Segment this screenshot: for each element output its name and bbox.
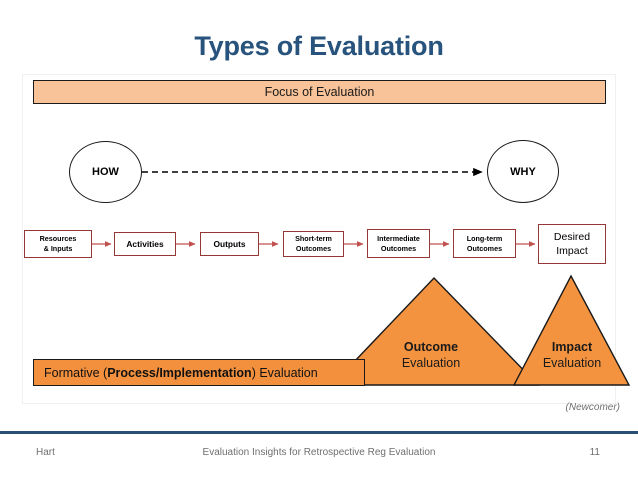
formative-prefix: Formative ( <box>44 365 108 380</box>
lm-box-line1: Long-term <box>466 233 503 243</box>
lm-box-line1: Short-term <box>295 234 332 243</box>
triangle-impact-evaluation <box>512 274 631 386</box>
lm-box-line1: Desired <box>553 231 591 243</box>
triangle-outcome-evaluation-label: Outcome Evaluation <box>376 339 486 371</box>
lm-arrow-5 <box>430 241 450 247</box>
lm-arrow-2 <box>176 241 196 247</box>
triangle-impact-evaluation-label: Impact Evaluation <box>517 339 627 371</box>
lm-box-line1: Activities <box>126 239 164 249</box>
lm-arrow-1 <box>92 241 112 247</box>
triangle-label-line1: Impact <box>551 340 593 354</box>
lm-box-long-term-outcomes: Long-term Outcomes <box>453 229 516 258</box>
source-note: (Newcomer) <box>565 402 620 413</box>
lm-arrow-6 <box>516 241 536 247</box>
formative-evaluation-bar: Formative (Process/Implementation) Evalu… <box>33 359 365 386</box>
triangle-label-line1: Outcome <box>403 340 459 354</box>
formative-bold: Process/Implementation <box>107 365 252 380</box>
circle-why: WHY <box>487 140 559 203</box>
page-title: Types of Evaluation <box>194 31 444 61</box>
triangle-outcome-evaluation <box>330 276 540 386</box>
formative-suffix: ) Evaluation <box>251 365 318 380</box>
lm-box-intermediate-outcomes: Intermediate Outcomes <box>367 229 430 258</box>
lm-box-activities: Activities <box>114 232 176 256</box>
lm-arrow-4 <box>344 241 364 247</box>
lm-box-line1: Outputs <box>213 239 246 249</box>
footer-author: Hart <box>36 447 55 458</box>
triangle-label-line2: Evaluation <box>401 356 461 370</box>
footer-divider <box>0 431 638 434</box>
lm-box-line2: Impact <box>556 245 588 257</box>
lm-box-line2: Outcomes <box>380 243 417 253</box>
lm-box-outputs: Outputs <box>200 232 259 256</box>
circle-how-label: HOW <box>92 166 119 178</box>
circle-how: HOW <box>69 141 142 203</box>
lm-box-line2: Outcomes <box>295 244 332 253</box>
lm-box-line1: Intermediate <box>377 233 420 243</box>
dashed-arrow-how-to-why <box>142 167 483 177</box>
lm-box-line1: Resources <box>39 234 77 243</box>
lm-box-line2: & Inputs <box>43 244 73 253</box>
lm-box-short-term-outcomes: Short-term Outcomes <box>283 231 344 257</box>
footer-title: Evaluation Insights for Retrospective Re… <box>202 447 436 458</box>
focus-of-evaluation-bar: Focus of Evaluation <box>33 80 606 104</box>
lm-arrow-3 <box>259 241 279 247</box>
focus-of-evaluation-label: Focus of Evaluation <box>264 85 375 99</box>
circle-why-label: WHY <box>510 165 536 178</box>
triangle-label-line2: Evaluation <box>542 356 602 370</box>
lm-box-line2: Outcomes <box>466 243 503 253</box>
lm-box-resources-inputs: Resources & Inputs <box>24 230 92 258</box>
lm-box-desired-impact: Desired Impact <box>538 224 606 264</box>
footer-page-number: 11 <box>589 447 600 458</box>
